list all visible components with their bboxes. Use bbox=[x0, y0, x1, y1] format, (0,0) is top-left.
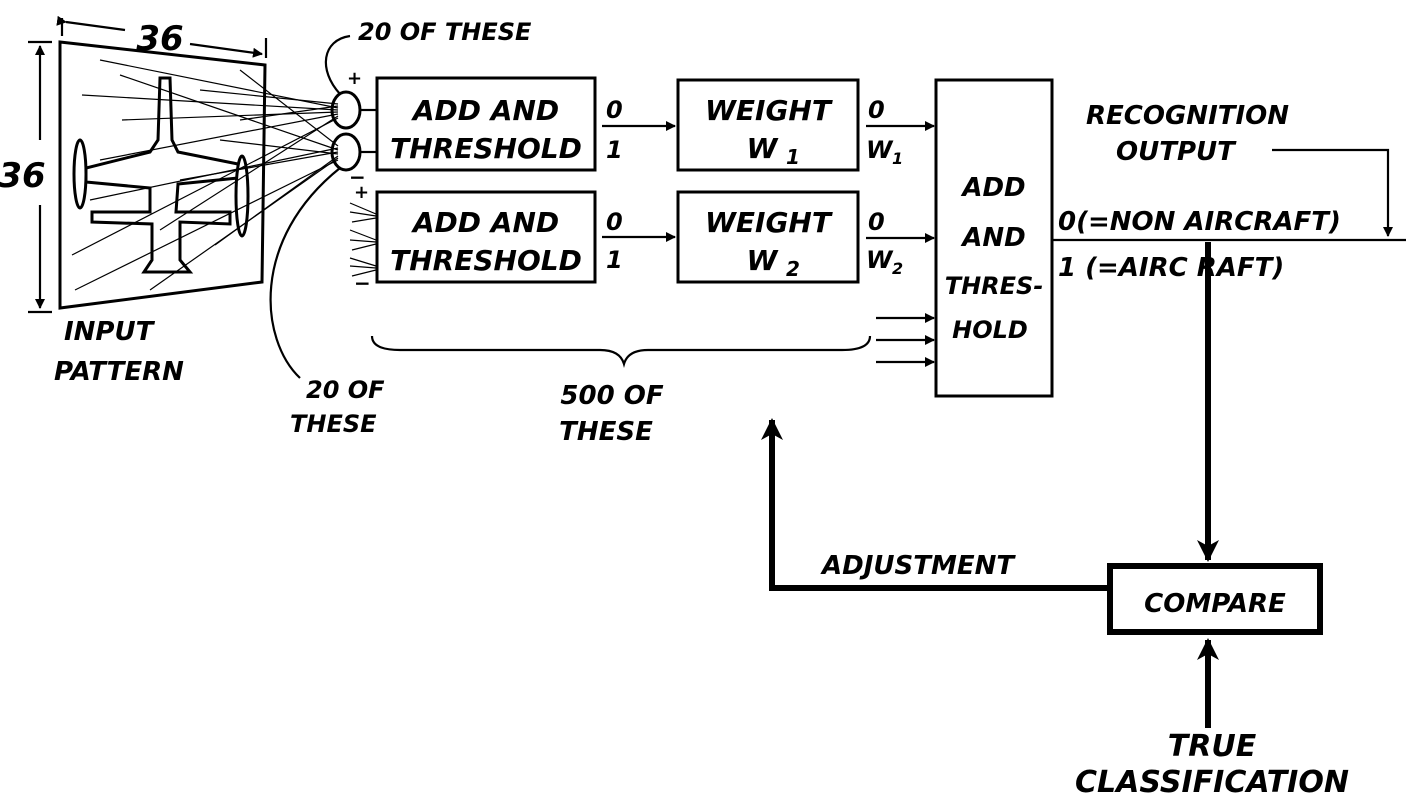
unit1-threshold-out1: 1 bbox=[606, 136, 623, 164]
final-line3: THRES- bbox=[945, 272, 1044, 300]
units-count-line2: THESE bbox=[559, 417, 653, 447]
output-value1: 1 (=AIRC RAFT) bbox=[1058, 253, 1284, 283]
units-count-line1: 500 OF bbox=[560, 381, 663, 411]
height-dimension: 36 bbox=[0, 42, 52, 312]
final-threshold-box: ADD AND THRES- HOLD bbox=[936, 80, 1052, 396]
unit1-threshold-box: ADD AND THRESHOLD bbox=[377, 78, 595, 170]
unit1-weight-sub: 1 bbox=[786, 145, 800, 169]
unit1-weight-out0: 0 bbox=[868, 96, 885, 124]
unit1-weight-line1: WEIGHT bbox=[705, 94, 833, 127]
top-connection-count: 20 OF THESE bbox=[358, 18, 532, 46]
units-brace bbox=[372, 336, 870, 364]
compare-box: COMPARE bbox=[1110, 566, 1320, 632]
compare-label: COMPARE bbox=[1144, 589, 1286, 619]
final-line4: HOLD bbox=[952, 316, 1028, 344]
bottom-connection-count-line1: 20 OF bbox=[306, 376, 385, 404]
unit2-fan-in bbox=[350, 203, 376, 276]
unit1-weight-out1-sub: 1 bbox=[892, 149, 903, 168]
true-classification-line1: TRUE bbox=[1168, 729, 1257, 764]
plus-sign-unit2: + bbox=[354, 182, 369, 203]
unit1-weight-line2: W bbox=[747, 132, 779, 165]
unit1-threshold-line1: ADD AND bbox=[411, 94, 559, 127]
unit2-weight-out0: 0 bbox=[868, 208, 885, 236]
unit1-threshold-out0: 0 bbox=[606, 96, 623, 124]
final-line2: AND bbox=[960, 223, 1025, 253]
unit2-threshold-box: ADD AND THRESHOLD bbox=[377, 192, 595, 282]
adjustment-label: ADJUSTMENT bbox=[820, 551, 1016, 581]
unit2-weight-line2: W bbox=[747, 244, 779, 277]
unit2-weight-box: WEIGHT W 2 bbox=[678, 192, 858, 282]
unit2-threshold-line1: ADD AND bbox=[411, 206, 559, 239]
output-title-line1: RECOGNITION bbox=[1086, 101, 1289, 131]
input-pattern-panel bbox=[60, 42, 265, 308]
unit2-weight-out1: W bbox=[866, 246, 894, 274]
width-label: 36 bbox=[136, 19, 183, 59]
unit2-threshold-out1: 1 bbox=[606, 246, 623, 274]
unit1-weight-out1: W bbox=[866, 136, 894, 164]
unit1-weight-box: WEIGHT W 1 bbox=[678, 80, 858, 170]
bottom-connection-count-line2: THESE bbox=[290, 410, 377, 438]
output-value0: 0(=NON AIRCRAFT) bbox=[1058, 207, 1341, 237]
final-line1: ADD bbox=[960, 173, 1025, 203]
plus-sign-unit1: + bbox=[347, 68, 362, 89]
height-label: 36 bbox=[0, 156, 46, 196]
unit2-weight-sub: 2 bbox=[786, 257, 800, 281]
unit2-threshold-line2: THRESHOLD bbox=[390, 244, 582, 277]
input-caption-line2: PATTERN bbox=[54, 357, 184, 387]
input-caption-line1: INPUT bbox=[64, 317, 156, 347]
output-title-line2: OUTPUT bbox=[1116, 137, 1237, 167]
unit1-threshold-line2: THRESHOLD bbox=[390, 132, 582, 165]
true-classification-line2: CLASSIFICATION bbox=[1075, 765, 1349, 800]
unit2-weight-out1-sub: 2 bbox=[892, 259, 903, 278]
unit2-weight-line1: WEIGHT bbox=[705, 206, 833, 239]
unit2-threshold-out0: 0 bbox=[606, 208, 623, 236]
extra-inputs bbox=[876, 318, 934, 362]
